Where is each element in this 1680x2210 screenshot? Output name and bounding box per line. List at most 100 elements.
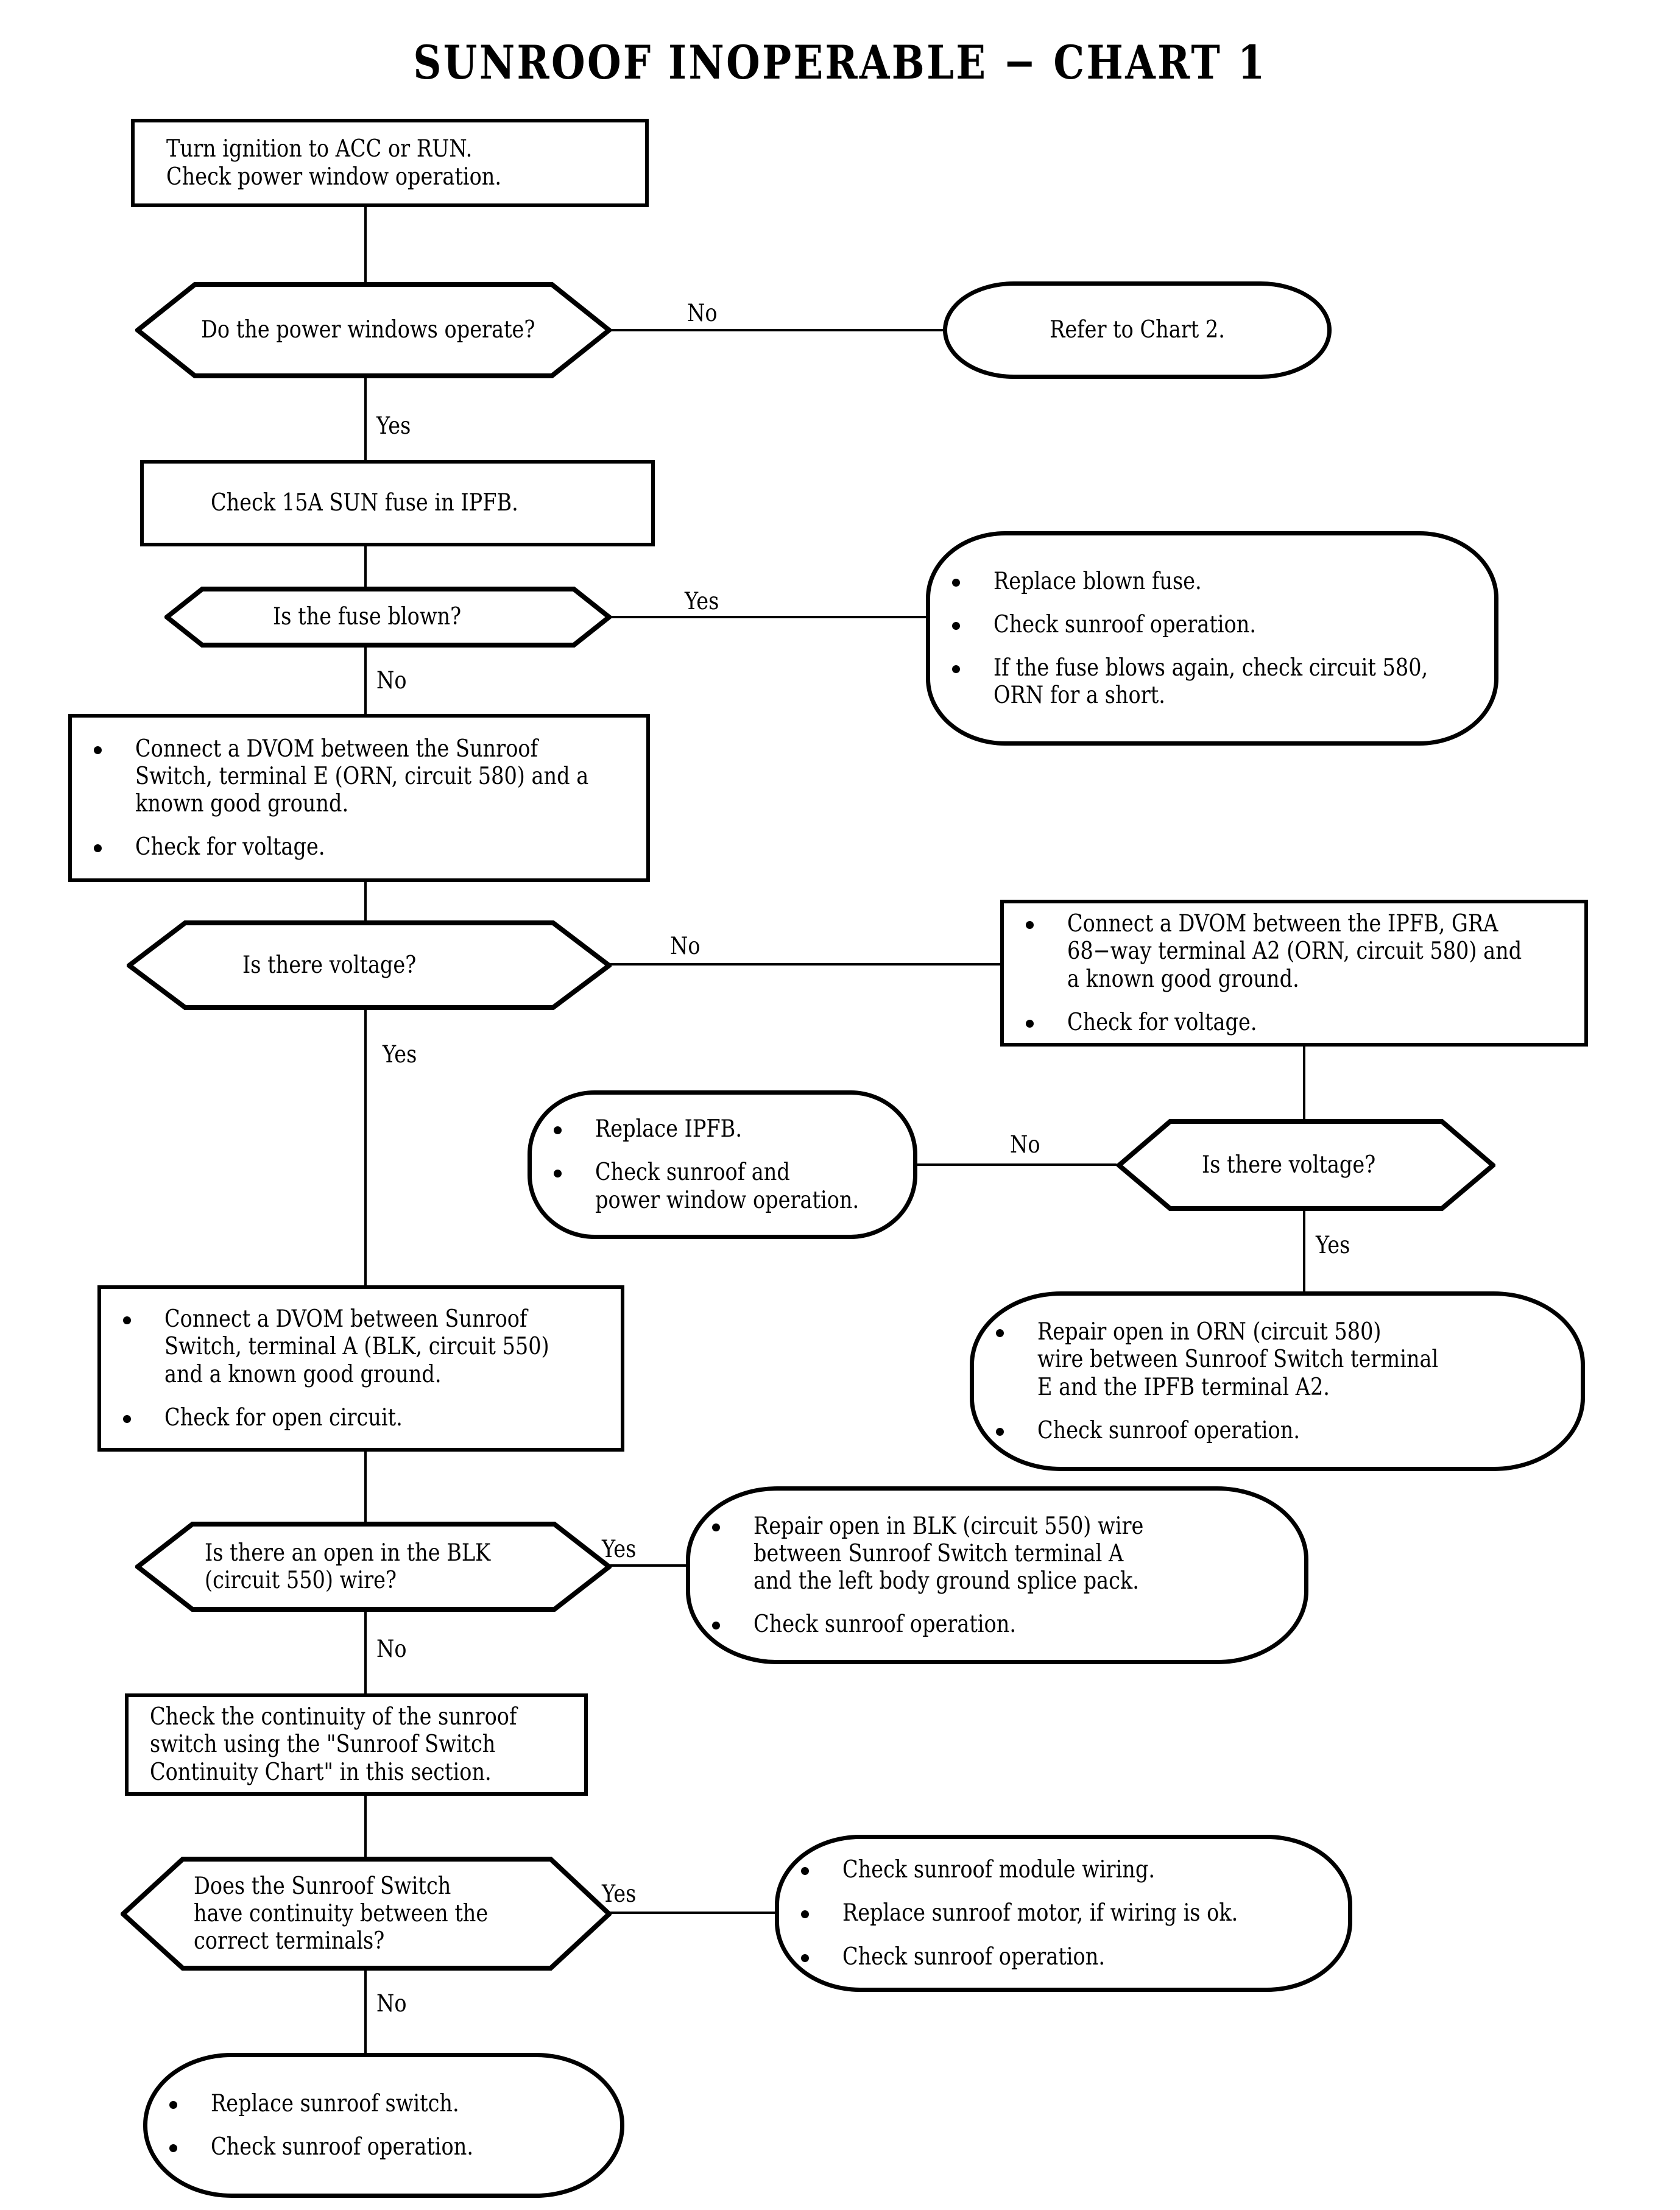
node-q-voltage-1: Is there voltage?	[127, 920, 612, 1010]
node-check-continuity-text: Check the continuity of the sunroof swit…	[150, 1703, 517, 1786]
bullet-icon	[169, 2144, 177, 2152]
edge-label-open-blk-yes: Yes	[602, 1536, 637, 1563]
node-check-fuse-text: Check 15A SUN fuse in IPFB.	[211, 489, 518, 517]
edge-label-voltage-1-yes: Yes	[383, 1041, 417, 1068]
bullet-list: Check sunroof module wiring. Replace sun…	[779, 1856, 1348, 1971]
bullet-list: Replace blown fuse. Check sunroof operat…	[930, 568, 1494, 710]
node-q-voltage-2-text: Is there voltage?	[1202, 1151, 1376, 1179]
bullet-list: Connect a DVOM between the IPFB, GRA 68−…	[1004, 910, 1584, 1036]
bullet-icon	[1026, 1019, 1034, 1028]
node-refer-chart2-text: Refer to Chart 2.	[1050, 316, 1225, 344]
node-start-check-text: Turn ignition to ACC or RUN. Check power…	[166, 135, 502, 191]
node-replace-fuse: Replace blown fuse. Check sunroof operat…	[926, 531, 1498, 746]
bullet-list: Replace sunroof switch. Check sunroof op…	[147, 2090, 620, 2161]
list-item: Replace blown fuse.	[930, 568, 1494, 595]
list-item: Repair open in ORN (circuit 580) wire be…	[974, 1318, 1581, 1401]
bullet-icon	[712, 1523, 720, 1531]
node-dvom-ipfb-a2-text: Connect a DVOM between the IPFB, GRA 68−…	[1004, 910, 1584, 1036]
node-q-power-windows-text: Do the power windows operate?	[201, 316, 535, 344]
hexagon-shape	[164, 587, 612, 648]
edge-label-continuity-yes: Yes	[602, 1880, 637, 1908]
bullet-icon	[952, 621, 960, 630]
list-item: Check sunroof module wiring.	[779, 1856, 1348, 1883]
edge-label-fuse-blown-yes: Yes	[685, 588, 719, 615]
bullet-icon	[712, 1622, 720, 1630]
bullet-list: Replace IPFB. Check sunroof and power wi…	[532, 1115, 913, 1214]
bullet-icon	[952, 665, 960, 673]
bullet-icon	[952, 578, 960, 587]
node-dvom-ipfb-a2: Connect a DVOM between the IPFB, GRA 68−…	[1000, 900, 1588, 1047]
node-start-check: Turn ignition to ACC or RUN. Check power…	[131, 119, 649, 207]
bullet-icon	[801, 1867, 809, 1876]
node-q-fuse-blown: Is the fuse blown?	[164, 587, 612, 648]
node-check-continuity: Check the continuity of the sunroof swit…	[125, 1693, 588, 1796]
node-q-open-blk: Is there an open in the BLK (circuit 550…	[135, 1522, 612, 1612]
bullet-list: Repair open in BLK (circuit 550) wire be…	[690, 1513, 1304, 1639]
list-item: Replace IPFB.	[532, 1115, 913, 1143]
node-dvom-switch-e: Connect a DVOM between the Sunroof Switc…	[68, 714, 650, 882]
hexagon-shape	[1117, 1119, 1495, 1211]
list-item: Replace sunroof switch.	[147, 2090, 620, 2117]
node-dvom-switch-a: Connect a DVOM between Sunroof Switch, t…	[97, 1285, 624, 1452]
bullet-list: Repair open in ORN (circuit 580) wire be…	[974, 1318, 1581, 1444]
bullet-icon	[169, 2100, 177, 2109]
bullet-icon	[123, 1316, 131, 1325]
node-check-fuse: Check 15A SUN fuse in IPFB.	[140, 460, 655, 546]
hexagon-shape	[135, 1522, 612, 1612]
edge-label-voltage-2-yes: Yes	[1316, 1232, 1350, 1259]
node-q-power-windows: Do the power windows operate?	[135, 282, 612, 378]
bullet-icon	[1026, 921, 1034, 930]
list-item: Check for open circuit.	[101, 1404, 621, 1432]
edge-label-power-windows-yes: Yes	[376, 412, 411, 440]
list-item: Repair open in BLK (circuit 550) wire be…	[690, 1513, 1304, 1595]
bullet-icon	[94, 844, 102, 853]
node-repair-orn-text: Repair open in ORN (circuit 580) wire be…	[974, 1318, 1581, 1444]
node-replace-ipfb-text: Replace IPFB. Check sunroof and power wi…	[532, 1115, 913, 1214]
node-check-module: Check sunroof module wiring. Replace sun…	[775, 1835, 1352, 1992]
node-replace-switch-text: Replace sunroof switch. Check sunroof op…	[147, 2090, 620, 2161]
edge-label-continuity-no: No	[376, 1990, 407, 2018]
list-item: Connect a DVOM between Sunroof Switch, t…	[101, 1305, 621, 1388]
node-repair-blk: Repair open in BLK (circuit 550) wire be…	[686, 1486, 1308, 1664]
hexagon-shape	[121, 1857, 612, 1971]
bullet-list: Connect a DVOM between the Sunroof Switc…	[72, 735, 646, 861]
node-q-voltage-1-text: Is there voltage?	[242, 951, 417, 979]
node-refer-chart2: Refer to Chart 2.	[943, 281, 1332, 379]
list-item: Check for voltage.	[72, 833, 646, 861]
bullet-list: Connect a DVOM between Sunroof Switch, t…	[101, 1305, 621, 1432]
list-item: If the fuse blows again, check circuit 5…	[930, 654, 1494, 709]
list-item: Check sunroof and power window operation…	[532, 1159, 913, 1214]
node-q-open-blk-text: Is there an open in the BLK (circuit 550…	[205, 1539, 491, 1594]
list-item: Check sunroof operation.	[147, 2133, 620, 2161]
edge-label-fuse-blown-no: No	[376, 667, 407, 694]
node-q-continuity: Does the Sunroof Switch have continuity …	[121, 1857, 612, 1971]
bullet-icon	[996, 1329, 1004, 1338]
bullet-icon	[94, 746, 102, 754]
bullet-icon	[801, 1954, 809, 1962]
edge-label-voltage-2-no: No	[1010, 1131, 1040, 1159]
node-q-continuity-text: Does the Sunroof Switch have continuity …	[194, 1872, 489, 1955]
list-item: Check for voltage.	[1004, 1009, 1584, 1036]
list-item: Replace sunroof motor, if wiring is ok.	[779, 1899, 1348, 1927]
node-replace-fuse-text: Replace blown fuse. Check sunroof operat…	[930, 568, 1494, 710]
node-dvom-switch-a-text: Connect a DVOM between Sunroof Switch, t…	[101, 1305, 621, 1432]
node-q-voltage-2: Is there voltage?	[1117, 1119, 1495, 1211]
list-item: Check sunroof operation.	[930, 611, 1494, 638]
node-dvom-switch-e-text: Connect a DVOM between the Sunroof Switc…	[72, 735, 646, 861]
edge-label-voltage-1-no: No	[670, 933, 701, 960]
list-item: Connect a DVOM between the IPFB, GRA 68−…	[1004, 910, 1584, 993]
list-item: Check sunroof operation.	[779, 1943, 1348, 1971]
list-item: Check sunroof operation.	[974, 1417, 1581, 1444]
page-title: SUNROOF INOPERABLE − CHART 1	[413, 35, 1267, 90]
node-replace-switch: Replace sunroof switch. Check sunroof op…	[143, 2053, 624, 2198]
node-check-module-text: Check sunroof module wiring. Replace sun…	[779, 1856, 1348, 1971]
list-item: Connect a DVOM between the Sunroof Switc…	[72, 735, 646, 818]
hexagon-shape	[135, 282, 612, 378]
node-q-fuse-blown-text: Is the fuse blown?	[273, 603, 462, 631]
node-replace-ipfb: Replace IPFB. Check sunroof and power wi…	[528, 1090, 917, 1239]
bullet-icon	[123, 1414, 131, 1423]
bullet-icon	[996, 1427, 1004, 1436]
node-repair-blk-text: Repair open in BLK (circuit 550) wire be…	[690, 1513, 1304, 1639]
list-item: Check sunroof operation.	[690, 1611, 1304, 1638]
